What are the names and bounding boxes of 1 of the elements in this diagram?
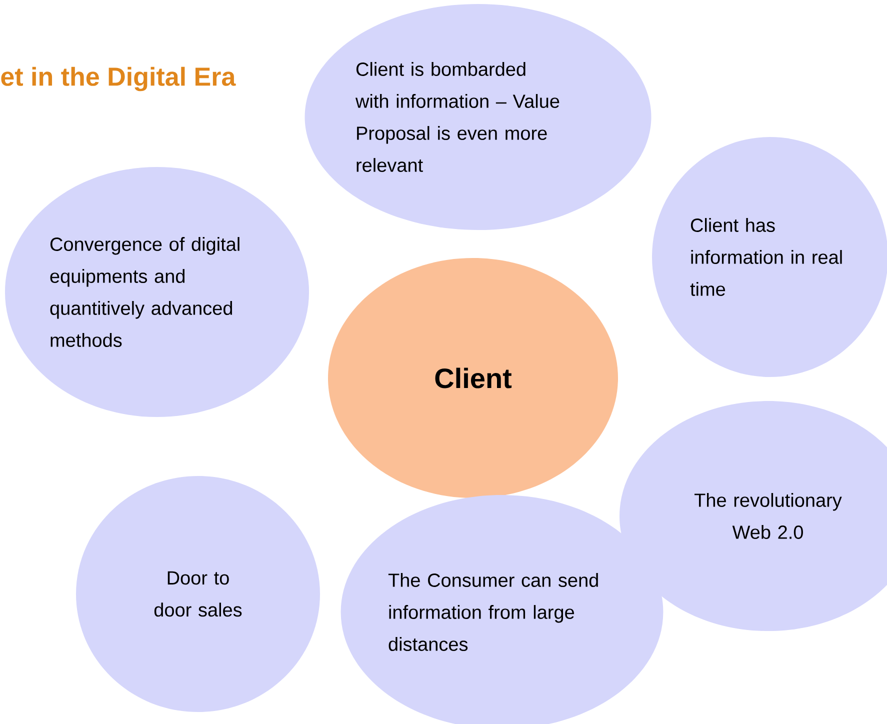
title: et in the Digital Era: [1, 66, 236, 92]
